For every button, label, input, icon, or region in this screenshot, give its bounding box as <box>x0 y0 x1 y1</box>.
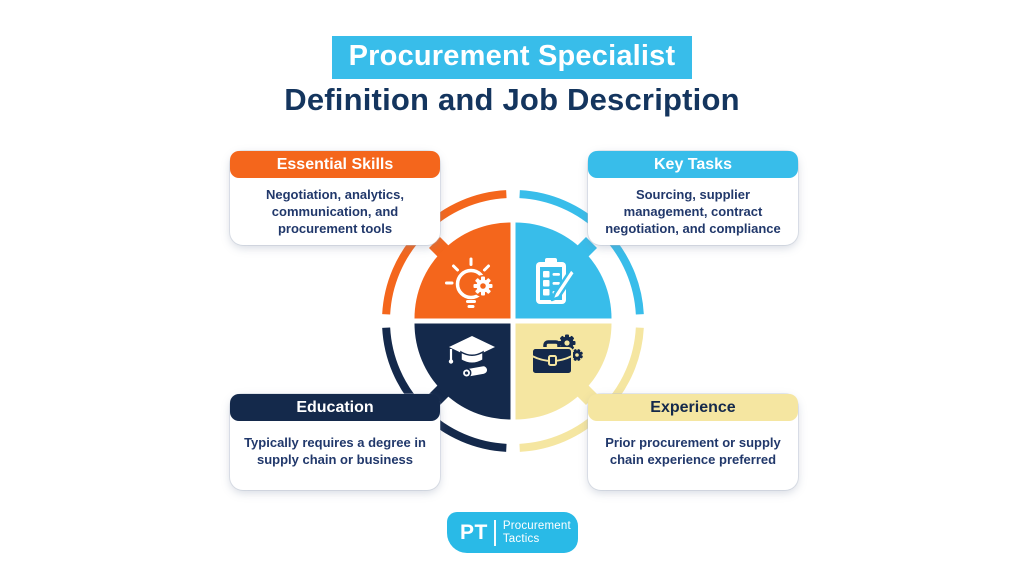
logo-name-line2: Tactics <box>502 532 540 545</box>
card-essential-skills: Essential Skills Negotiation, analytics,… <box>230 151 440 245</box>
card-education: Education Typically requires a degree in… <box>230 394 440 490</box>
card-essential-skills-body: Negotiation, analytics, communication, a… <box>230 178 440 237</box>
graduation-cap-diploma-icon <box>448 336 495 378</box>
card-education-header: Education <box>230 394 440 421</box>
title-highlight: Procurement Specialist <box>331 36 693 79</box>
body-line: Negotiation, analytics, <box>266 187 404 202</box>
body-line: procurement tools <box>277 221 393 236</box>
title-block: Procurement Specialist Definition and Jo… <box>0 36 1024 118</box>
card-experience-body: Prior procurement or supply chain experi… <box>588 421 798 468</box>
body-line: chain experience preferred <box>609 452 777 467</box>
card-education-body: Typically requires a degree in supply ch… <box>230 421 440 468</box>
card-essential-skills-header: Essential Skills <box>230 151 440 178</box>
body-line: Typically requires a degree in <box>244 435 426 450</box>
card-experience: Experience Prior procurement or supply c… <box>588 394 798 490</box>
card-experience-header: Experience <box>588 394 798 421</box>
logo-name: Procurement Tactics <box>503 520 571 546</box>
briefcase-gears-icon <box>531 334 583 375</box>
body-line: communication, and <box>271 204 399 219</box>
logo-abbr: PT <box>460 520 488 544</box>
logo-procurement-tactics: PT Procurement Tactics <box>447 512 578 553</box>
body-line: negotiation, and compliance <box>605 221 781 236</box>
body-line: Prior procurement or supply <box>605 435 781 450</box>
body-line: Sourcing, supplier <box>635 187 751 202</box>
body-line: management, contract <box>623 204 763 219</box>
logo-divider <box>493 519 496 546</box>
body-line: supply chain or business <box>256 452 414 467</box>
page-title: Definition and Job Description <box>284 82 740 117</box>
clipboard-checklist-icon <box>536 258 577 304</box>
lightbulb-gear-icon <box>445 257 494 308</box>
card-key-tasks-header: Key Tasks <box>588 151 798 178</box>
card-key-tasks-body: Sourcing, supplier management, contract … <box>588 178 798 237</box>
card-key-tasks: Key Tasks Sourcing, supplier management,… <box>588 151 798 245</box>
logo-name-line1: Procurement <box>502 519 571 532</box>
